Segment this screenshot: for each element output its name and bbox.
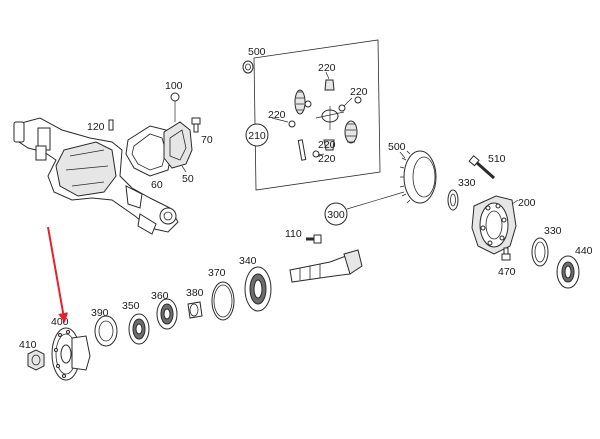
label-220-a: 220 xyxy=(318,62,336,74)
part-440-seal: 440 xyxy=(556,245,593,289)
part-200-diff-case: 200 xyxy=(471,195,536,255)
label-210: 210 xyxy=(248,130,266,142)
part-330-top-washer: 330 xyxy=(447,177,476,211)
label-350: 350 xyxy=(122,300,140,312)
label-330-top: 330 xyxy=(458,177,476,189)
part-50-cover: 50 xyxy=(163,121,194,185)
part-110-bolt: 110 xyxy=(285,228,322,244)
part-360-bearing: 360 xyxy=(151,290,178,330)
label-400: 400 xyxy=(51,316,69,328)
label-390: 390 xyxy=(91,307,109,319)
label-500-top: 500 xyxy=(248,46,266,58)
label-110: 110 xyxy=(285,228,302,240)
part-70-bolt: 70 xyxy=(191,117,213,146)
part-400-flange: 400 xyxy=(51,316,91,381)
label-220-e: 220 xyxy=(318,153,336,165)
part-500-ring-gear: 500 xyxy=(388,141,437,204)
label-100: 100 xyxy=(165,80,183,92)
label-370: 370 xyxy=(208,267,226,279)
part-370-ring: 370 xyxy=(208,267,235,321)
part-470-bolt: 470 xyxy=(498,247,516,278)
label-410: 410 xyxy=(19,339,37,351)
label-70: 70 xyxy=(201,134,213,146)
label-200: 200 xyxy=(518,197,536,209)
part-410-nut: 410 xyxy=(19,339,45,371)
part-300-pinion: 300 xyxy=(289,191,405,283)
highlight-arrow xyxy=(47,226,69,323)
label-300: 300 xyxy=(327,209,345,221)
label-220-d: 220 xyxy=(318,139,336,151)
label-470: 470 xyxy=(498,266,516,278)
label-380: 380 xyxy=(186,287,204,299)
part-120-stud: 120 xyxy=(87,119,114,133)
part-390-spacer: 390 xyxy=(91,307,118,347)
part-510-bolt: 510 xyxy=(468,153,506,180)
label-220-c: 220 xyxy=(350,86,368,98)
part-350-bearing: 350 xyxy=(122,300,150,345)
label-360: 360 xyxy=(151,290,169,302)
axle-housing xyxy=(13,117,179,235)
callout-300-circle xyxy=(324,202,348,226)
label-120: 120 xyxy=(87,121,105,133)
callout-210-circle xyxy=(245,123,269,147)
label-340: 340 xyxy=(239,255,257,267)
label-60: 60 xyxy=(151,179,163,191)
part-500-top-washer: 500 xyxy=(242,46,266,74)
label-50: 50 xyxy=(182,173,194,185)
label-510: 510 xyxy=(488,153,506,165)
label-500-ring: 500 xyxy=(388,141,406,153)
label-330-right: 330 xyxy=(544,225,562,237)
part-380-spacer: 380 xyxy=(186,287,204,319)
part-100-plug: 100 xyxy=(165,80,183,122)
part-340-bearing: 340 xyxy=(239,255,272,312)
label-440: 440 xyxy=(575,245,593,257)
part-60-gasket: 60 xyxy=(125,125,173,191)
differential-kit-box: 210 220 220 220 220 220 xyxy=(245,39,381,191)
part-330-right-washer: 330 xyxy=(531,225,562,267)
label-220-b: 220 xyxy=(268,109,286,121)
